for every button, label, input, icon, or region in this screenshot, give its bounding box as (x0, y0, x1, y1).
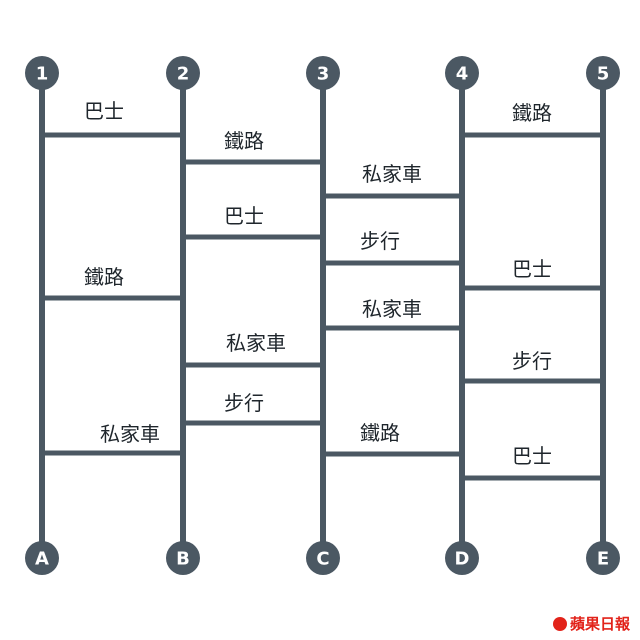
bottom-letter-nodes: A B C D E (25, 541, 620, 575)
rung-label: 鐵路 (224, 129, 264, 153)
node-circle (586, 56, 620, 90)
node-label: E (597, 549, 609, 570)
node-circle (445, 541, 479, 575)
bottom-node-A: A (25, 541, 59, 575)
apple-daily-logo: 蘋果日報 (552, 613, 630, 634)
rung-label: 步行 (512, 349, 552, 373)
top-node-5: 5 (586, 56, 620, 90)
rung-label: 巴士 (512, 444, 552, 468)
node-label: 3 (317, 64, 330, 85)
top-node-1: 1 (25, 56, 59, 90)
bottom-node-C: C (306, 541, 340, 575)
node-label: B (176, 549, 190, 570)
bottom-node-B: B (166, 541, 200, 575)
rung-label: 巴士 (512, 257, 552, 281)
node-circle (586, 541, 620, 575)
rung-label: 鐵路 (360, 421, 400, 445)
node-label: 5 (597, 64, 610, 85)
top-node-4: 4 (445, 56, 479, 90)
bottom-node-E: E (586, 541, 620, 575)
apple-icon (552, 616, 567, 631)
node-label: D (455, 549, 470, 570)
node-label: A (35, 549, 49, 570)
node-circle (306, 56, 340, 90)
rung-label: 私家車 (362, 162, 422, 186)
vertical-lines (39, 73, 606, 558)
top-number-nodes: 1 2 3 4 5 (25, 56, 620, 90)
node-circle (166, 56, 200, 90)
node-circle (306, 541, 340, 575)
node-label: 2 (177, 64, 190, 85)
rung-label: 私家車 (100, 422, 160, 446)
rung-label: 巴士 (84, 99, 124, 123)
node-label: C (316, 549, 329, 570)
horizontal-rungs (42, 132, 603, 481)
node-circle (166, 541, 200, 575)
bottom-node-D: D (445, 541, 479, 575)
rung-label: 私家車 (362, 297, 422, 321)
top-node-3: 3 (306, 56, 340, 90)
rung-label: 鐵路 (512, 101, 552, 125)
rung-label: 私家車 (226, 331, 286, 355)
node-label: 4 (456, 64, 469, 85)
node-circle (25, 56, 59, 90)
rung-label: 巴士 (224, 204, 264, 228)
logo-text: 蘋果日報 (569, 615, 630, 633)
node-circle (25, 541, 59, 575)
top-node-2: 2 (166, 56, 200, 90)
node-circle (445, 56, 479, 90)
rung-label: 鐵路 (84, 265, 124, 289)
rung-label: 步行 (224, 391, 264, 415)
rung-label: 步行 (360, 229, 400, 253)
node-label: 1 (36, 64, 49, 85)
